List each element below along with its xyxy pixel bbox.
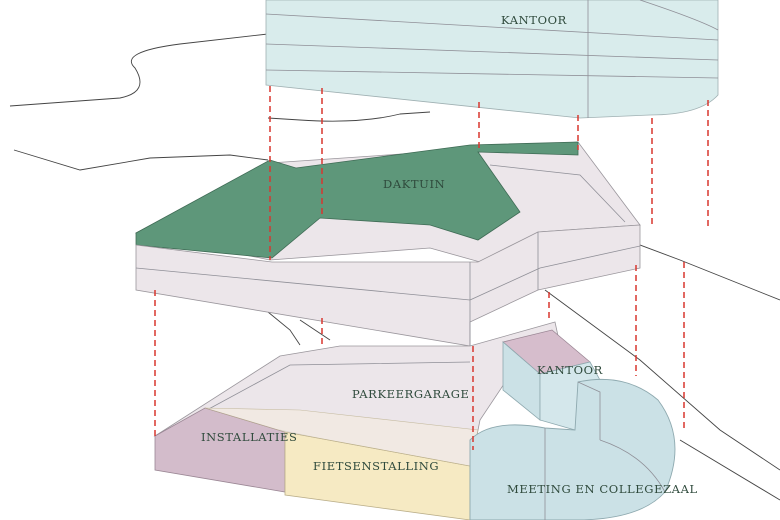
ground-floor-volume: PARKEERGARAGE KANTOOR INSTALLATIES FIETS… [153, 321, 698, 520]
label-daktuin: DAKTUIN [383, 177, 445, 191]
label-parkeergarage: PARKEERGARAGE [352, 387, 470, 401]
label-kantoor-top: KANTOOR [501, 13, 567, 27]
middle-slab-front [135, 224, 641, 347]
ground-context-lines [9, 33, 780, 501]
office-volume-top: KANTOOR [265, 0, 719, 119]
middle-floor-volume: DAKTUIN [134, 141, 641, 347]
label-fietsenstalling: FIETSENSTALLING [313, 459, 439, 473]
label-meeting-collegezaal: MEETING EN COLLEGEZAAL [507, 482, 698, 496]
office-top-facade [265, 0, 719, 119]
projection-lines [154, 86, 709, 450]
label-kantoor-small: KANTOOR [537, 363, 603, 377]
meeting-hall [469, 378, 676, 520]
roof-garden [135, 141, 579, 259]
label-installaties: INSTALLATIES [201, 430, 297, 444]
